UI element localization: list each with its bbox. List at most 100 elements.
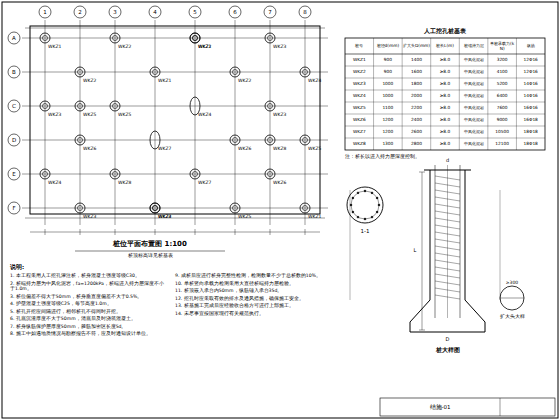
line-stroke [447, 165, 448, 318]
dimension-text: L [414, 247, 417, 253]
table-cell: 1400 [402, 54, 431, 66]
line-stroke [270, 20, 271, 225]
table-cell: 2400 [402, 114, 431, 126]
line-stroke [435, 288, 460, 292]
line-stroke [345, 54, 545, 55]
rebar-dot [352, 211, 354, 213]
plan-note: 桩顶标高详见桩基表 [128, 253, 173, 258]
axis-letter: B [12, 69, 16, 76]
line-stroke [500, 298, 524, 299]
pile-tag: WKZ3 [273, 112, 286, 117]
pile-circle [150, 203, 160, 213]
pile-circle [190, 169, 200, 179]
table-cell: ≥8.0 [431, 54, 460, 66]
pile-circle [113, 104, 118, 109]
line-stroke [345, 126, 545, 127]
line-stroke [435, 197, 460, 201]
pile-tag: WKZ7 [158, 146, 171, 151]
table-cell: 3200 [488, 54, 517, 66]
line-stroke [345, 90, 545, 91]
pile-circle [268, 36, 273, 41]
table-cell: 12100 [488, 138, 517, 150]
pile-circle [268, 104, 273, 109]
rebar-dot [357, 192, 359, 194]
rebar-dot [357, 216, 359, 218]
axis-letter: D [12, 137, 16, 144]
line-stroke [305, 229, 306, 235]
line-stroke [430, 170, 431, 300]
pile-tag: WKZ6 [83, 146, 96, 151]
rebar-dot [364, 218, 366, 220]
line-stroke [80, 229, 81, 235]
pile-circle [153, 206, 158, 211]
title-block [380, 398, 555, 416]
line-stroke [410, 322, 411, 332]
table-cell: 10500 [488, 126, 517, 138]
line-stroke [115, 229, 116, 235]
table-title: 人工挖孔桩基表 [424, 27, 466, 34]
dimension-text: d [446, 157, 449, 163]
line-stroke [270, 229, 271, 235]
pile-tag: WKZ3 [48, 112, 61, 117]
pile-circle [193, 172, 198, 177]
table-cell: WKZ5 [345, 102, 374, 114]
axis-bubble [299, 6, 311, 18]
pile-tag: WKZ8 [273, 146, 286, 151]
axis-letter: C [12, 103, 16, 110]
line-stroke [45, 229, 46, 235]
pile-circle [43, 36, 48, 41]
table-cell: 2000 [402, 90, 431, 102]
note-text: 12. 挖孔时应采取有效的排水及通风措施，确保施工安全。 [175, 296, 333, 302]
line-stroke [465, 170, 466, 300]
table-header: 桩号 [345, 38, 374, 54]
plan-title: 桩位平面布置图 1:100 [113, 240, 187, 248]
pile-circle [230, 203, 240, 213]
line-stroke [435, 218, 460, 222]
pile-circle [75, 203, 85, 213]
axis-bubble [189, 6, 201, 18]
line-stroke [195, 229, 196, 235]
pile-tag: WKZ5 [308, 146, 321, 151]
pile-tag: WKZ4 [198, 112, 211, 117]
pile-circle [233, 70, 238, 75]
axis-bubble [39, 6, 51, 18]
pile-tag: WKZ4 [48, 180, 61, 185]
table-cell: WKZ2 [345, 66, 374, 78]
pile-circle [78, 70, 83, 75]
line-stroke [460, 165, 461, 318]
line-stroke [22, 174, 328, 175]
line-stroke [435, 176, 460, 180]
line-stroke [410, 332, 485, 333]
note-text: 5. 桩孔开挖应间隔进行，相邻桩孔不得同时开挖。 [10, 309, 168, 315]
line-stroke [430, 38, 431, 150]
line-stroke [25, 218, 325, 219]
note-text: 1. 本工程采用人工挖孔灌注桩，桩身混凝土强度等级C30。 [10, 273, 168, 279]
table-cell: 1200 [374, 126, 403, 138]
table-cell: 6400 [488, 90, 517, 102]
line-stroke [459, 38, 460, 150]
section-circle [347, 187, 383, 223]
rebar-dot [371, 192, 373, 194]
line-stroke [345, 138, 545, 139]
table-header: 纵筋 [516, 38, 545, 54]
line-stroke [22, 208, 328, 209]
pile-circle [40, 101, 50, 111]
line-stroke [435, 204, 460, 208]
note-text: 2. 桩端持力层为中风化泥岩，fa=1200kPa，桩端进入持力层深度不小于1.… [10, 281, 168, 292]
pile-tag: WKZ4 [158, 214, 171, 219]
pile-tag: WKZ1 [48, 44, 61, 49]
pile-tag: WKZ3 [83, 214, 96, 219]
line-stroke [305, 20, 306, 225]
line-stroke [345, 114, 545, 115]
table-cell: ≥8.0 [431, 78, 460, 90]
line-stroke [345, 102, 545, 103]
axis-number: 7 [268, 9, 272, 16]
table-cell: 14Φ16 [516, 78, 545, 90]
axis-letter: A [12, 35, 16, 42]
building-outline [30, 26, 320, 214]
table-cell: 12Φ16 [516, 54, 545, 66]
line-stroke [435, 295, 460, 299]
axis-number: 1 [43, 9, 47, 16]
pile-circle [190, 33, 200, 43]
table-cell: 1000 [374, 78, 403, 90]
